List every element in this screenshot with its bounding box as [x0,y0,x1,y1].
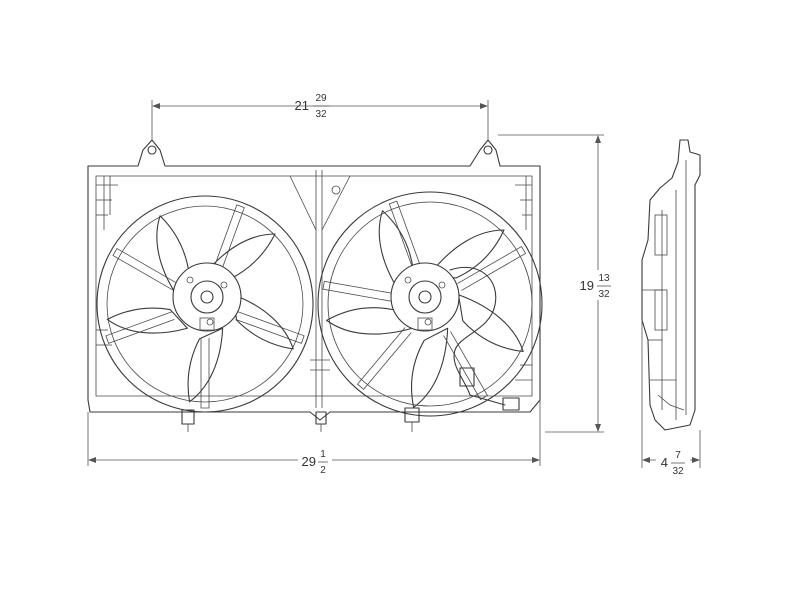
width-top-denominator: 32 [315,109,327,120]
left-fan-spokes [105,204,305,409]
height-numerator: 13 [598,273,610,284]
depth-denominator: 32 [672,466,684,477]
width-top-whole: 21 [295,98,309,113]
dimension-width-bottom: 29 1 2 [87,400,541,478]
right-side-ribs [515,176,532,381]
right-mount-hole [483,145,493,155]
central-divider [289,170,351,408]
left-motor-shaft [200,290,214,304]
height-denominator: 32 [598,289,610,300]
width-top-numerator: 29 [315,93,327,104]
side-view-outline [641,139,701,431]
right-motor-shaft [418,290,432,304]
height-whole: 19 [580,278,594,293]
wiring-connector [459,367,475,387]
shroud-inner-frame [95,175,533,397]
left-mount-hole [147,145,157,155]
left-fan-blades [106,215,294,403]
left-motor-hub [190,280,224,314]
left-fan-ring-outer [96,195,314,413]
side-view [641,139,701,431]
right-motor-housing [390,262,460,332]
bottom-clips [181,407,420,432]
front-view [87,139,543,432]
left-fan-ring-inner [106,205,304,403]
left-motor-housing [172,262,242,332]
depth-numerator: 7 [675,450,681,461]
left-side-ribs [96,176,118,346]
dimension-width-top: 21 29 32 [151,93,489,140]
width-bottom-numerator: 1 [320,449,326,460]
right-motor-hub [408,280,442,314]
depth-whole: 4 [661,455,668,470]
dimension-depth: 4 7 32 [641,320,701,478]
right-fan-ring-outer [317,191,543,417]
width-bottom-denominator: 2 [320,465,326,476]
right-fan-ring-inner [327,201,533,407]
dimension-height: 19 13 32 [498,134,622,433]
width-bottom-whole: 29 [302,454,316,469]
shroud-outline [87,139,541,421]
